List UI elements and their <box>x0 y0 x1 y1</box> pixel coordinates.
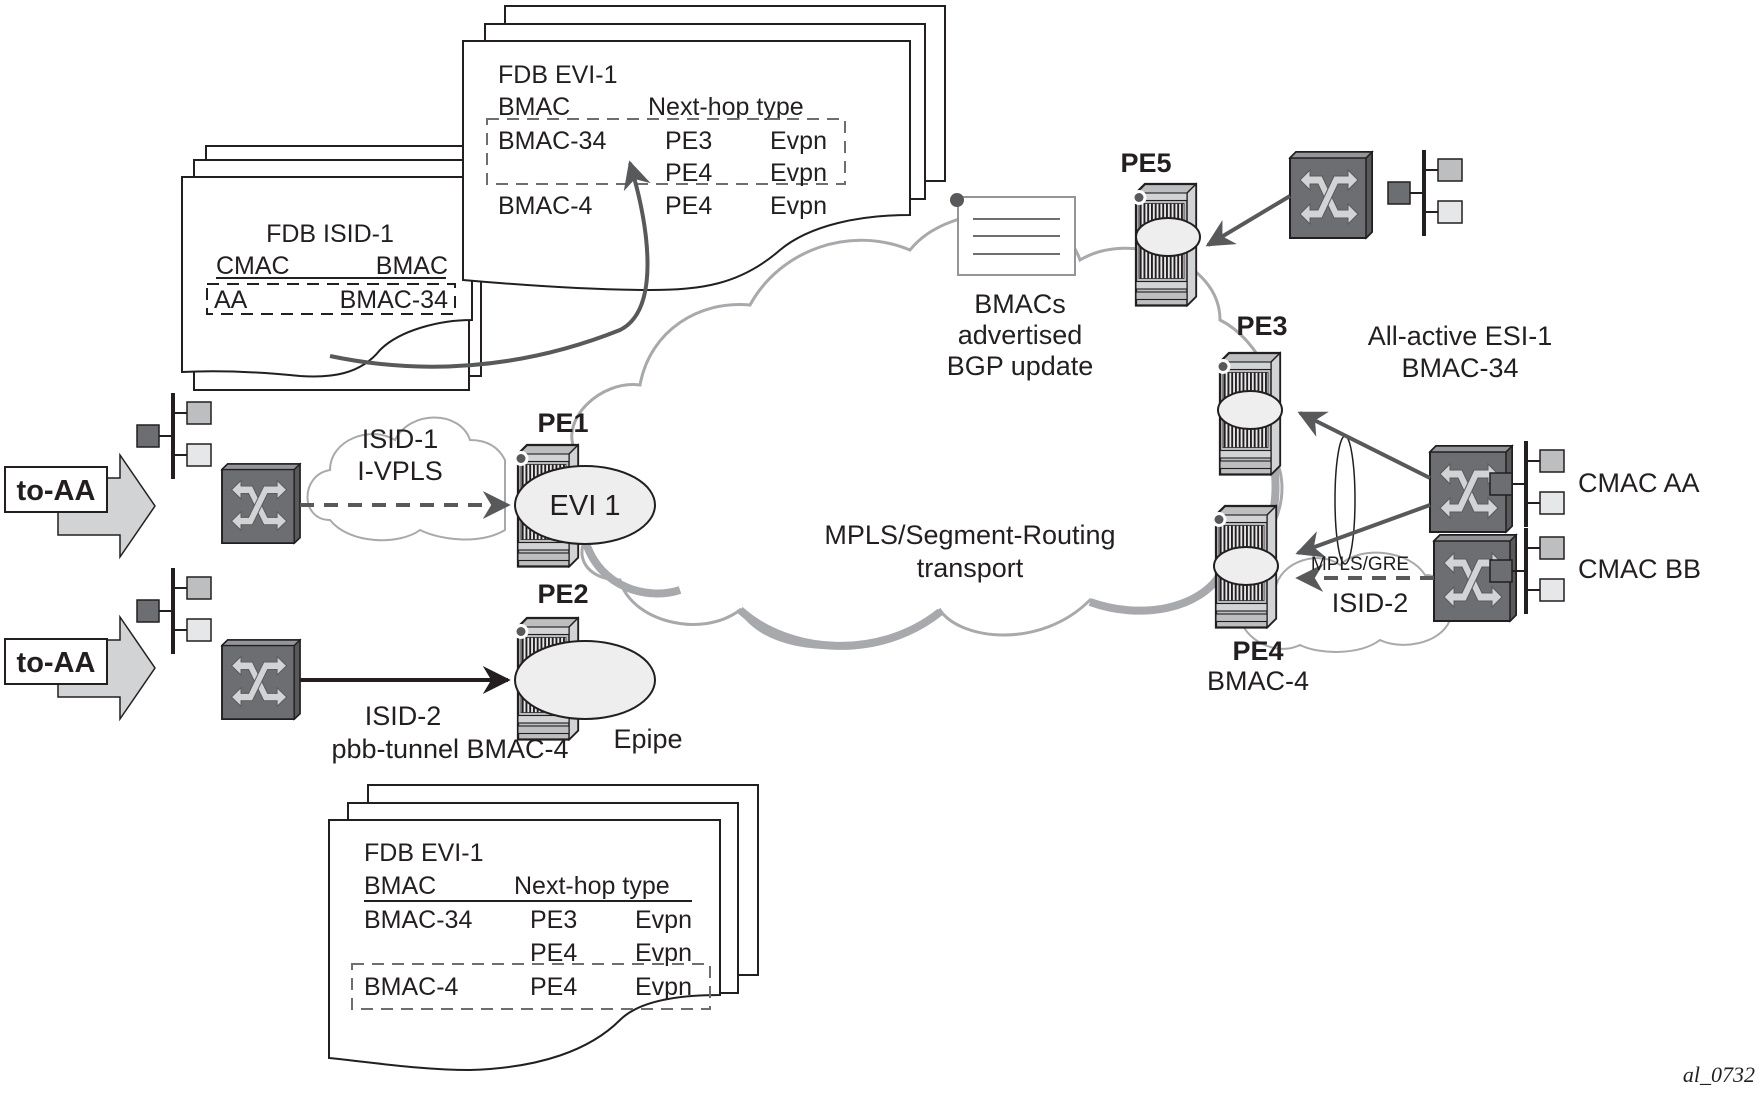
fdb-evi1-top-row3-nexthop: PE4 <box>665 192 712 220</box>
hosts-left-bottom-icon <box>135 566 213 656</box>
to-aa-top: to-AA <box>4 452 156 560</box>
fdb-evi1-top-header-bmac: BMAC <box>498 93 570 121</box>
isid2-link-label-1: ISID-2 <box>365 701 442 731</box>
bgp-update-label-1: BMACs <box>974 289 1066 319</box>
core-cloud-label-1: MPLS/Segment-Routing <box>824 520 1115 550</box>
fdb-evi1-top-row3-type: Evpn <box>770 192 827 220</box>
highlight-box <box>486 118 846 185</box>
cmac-aa-label: CMAC AA <box>1578 468 1700 498</box>
switch-icon <box>221 639 301 721</box>
router-pe2[interactable]: PE2 Epipe <box>512 579 683 754</box>
fdb-evi1-top-row1-nexthop: PE3 <box>665 127 712 155</box>
bullet-dot <box>950 193 964 207</box>
fdb-evi1-bottom-title: FDB EVI-1 <box>364 839 483 867</box>
switch-icon <box>1289 151 1373 239</box>
fdb-evi1-bottom-row1-type: Evpn <box>635 906 692 934</box>
fdb-evi1-bottom-row2-type: Evpn <box>635 939 692 967</box>
fdb-evi1-top-table: FDB EVI-1 BMAC Next-hop type BMAC-34 PE3… <box>462 5 946 292</box>
isid1-cloud <box>306 416 506 542</box>
evi1-service-label: EVI 1 <box>550 490 621 522</box>
fdb-isid1-row-cmac: AA <box>214 286 248 314</box>
figure-id: al_0732 <box>1683 1062 1755 1087</box>
ce-aa-to-pe4-arrow <box>1295 503 1431 558</box>
fdb-evi1-top-header-nexthop: Next-hop type <box>648 93 804 121</box>
switch-left-bottom[interactable] <box>221 639 301 721</box>
router-pe3[interactable]: PE3 <box>1214 311 1288 476</box>
bgp-update-document: BMACs advertised BGP update <box>947 193 1094 381</box>
bgp-update-label-2: advertised <box>958 320 1083 350</box>
esi-label-2: BMAC-34 <box>1401 353 1518 383</box>
isid2-cloud-label: ISID-2 <box>1332 588 1409 618</box>
fdb-evi1-bottom-row1-nexthop: PE3 <box>530 906 577 934</box>
fdb-evi1-bottom-table: FDB EVI-1 BMAC Next-hop type BMAC-34 PE3… <box>328 784 759 1072</box>
esi-lag-ellipse <box>1334 435 1356 565</box>
fdb-evi1-top-row2-nexthop: PE4 <box>665 159 712 187</box>
switch-icon <box>221 463 301 545</box>
fdb-evi1-top-row1-bmac: BMAC-34 <box>498 127 606 155</box>
hosts-pe5-icon <box>1386 148 1464 238</box>
fdb-isid1-row-bmac: BMAC-34 <box>340 286 448 314</box>
to-aa-label-1: to-AA <box>17 475 96 507</box>
fdb-evi1-top-row1-type: Evpn <box>770 127 827 155</box>
highlight-box <box>206 283 456 315</box>
fdb-isid1-header-cmac: CMAC <box>216 252 290 280</box>
fdb-isid1-table: FDB ISID-1 CMAC BMAC AA BMAC-34 <box>181 145 482 391</box>
to-aa-label-2: to-AA <box>17 647 96 679</box>
fdb-evi1-bottom-row3-bmac: BMAC-4 <box>364 973 459 1001</box>
fdb-isid1-title: FDB ISID-1 <box>266 220 394 248</box>
pe4-label: PE4 <box>1232 636 1283 666</box>
epipe-service-ellipse <box>514 640 656 720</box>
to-aa-bottom: to-AA <box>4 614 156 722</box>
router-pe4[interactable]: PE4 BMAC-4 <box>1207 504 1309 696</box>
isid2-link-label-2: pbb-tunnel BMAC-4 <box>331 734 568 764</box>
pe1-label: PE1 <box>537 408 588 438</box>
switch-left-top[interactable] <box>221 463 301 545</box>
fdb-evi1-bottom-header-nexthop: Next-hop type <box>514 872 670 900</box>
isid1-label-2: I-VPLS <box>357 456 443 486</box>
fdb-evi1-top-row3-bmac: BMAC-4 <box>498 192 593 220</box>
pe4-bmac-label: BMAC-4 <box>1207 666 1309 696</box>
fdb-evi1-top-title: FDB EVI-1 <box>498 61 617 89</box>
fdb-evi1-bottom-row2-nexthop: PE4 <box>530 939 577 967</box>
isid1-label-1: ISID-1 <box>362 424 439 454</box>
core-cloud-label-2: transport <box>917 553 1024 583</box>
highlight-box <box>351 963 711 1010</box>
hosts-left-top-icon <box>135 391 213 481</box>
esi-label-1: All-active ESI-1 <box>1368 321 1553 351</box>
pe3-label: PE3 <box>1236 311 1287 341</box>
router-pe5[interactable]: PE5 <box>1120 148 1201 307</box>
lookup-arrow <box>329 160 651 369</box>
ce-to-pe5-arrow <box>1205 194 1292 247</box>
fdb-isid1-header-bmac: BMAC <box>376 252 448 280</box>
fdb-evi1-bottom-header-bmac: BMAC <box>364 872 436 900</box>
switch-pe5-ce[interactable] <box>1289 151 1373 239</box>
ce-aa-to-pe3-arrow <box>1297 411 1431 480</box>
cmac-bb-label: CMAC BB <box>1578 554 1701 584</box>
mpls-gre-label: MPLS/GRE <box>1311 554 1409 575</box>
epipe-label: Epipe <box>613 724 682 754</box>
evi1-service-ellipse <box>514 465 656 545</box>
fdb-evi1-top-row2-type: Evpn <box>770 159 827 187</box>
fdb-evi1-bottom-row1-bmac: BMAC-34 <box>364 906 472 934</box>
pe5-label: PE5 <box>1120 148 1171 178</box>
router-pe1[interactable]: PE1 EVI 1 <box>512 408 656 568</box>
bgp-update-label-3: BGP update <box>947 351 1094 381</box>
fdb-evi1-bottom-row3-nexthop: PE4 <box>530 973 577 1001</box>
fdb-evi1-bottom-row3-type: Evpn <box>635 973 692 1001</box>
pe2-label: PE2 <box>537 579 588 609</box>
